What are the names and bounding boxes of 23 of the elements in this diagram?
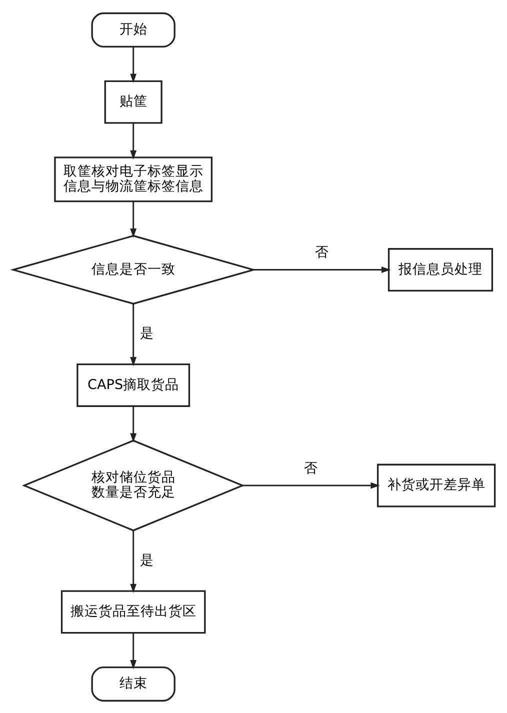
node-box: 取筐核对电子标签显示信息与物流筐标签信息 (54, 156, 212, 202)
node-diamond: 信息是否一致 (10, 234, 256, 304)
arrow (130, 200, 136, 238)
arrow (253, 266, 390, 272)
edge-label: 否 (303, 460, 318, 476)
arrow (130, 530, 136, 593)
arrow (242, 482, 380, 488)
node-box: 结束 (90, 666, 175, 702)
arrow (130, 122, 136, 160)
edge-label: 否 (314, 244, 328, 260)
node-box: CAPS摘取货品 (76, 362, 190, 406)
node-box: 搬运货品至待出货区 (60, 590, 206, 634)
arrow (130, 46, 136, 82)
node-box: 补货或开差异单 (376, 463, 496, 507)
node-box: 开始 (90, 12, 175, 48)
edge-label: 是 (140, 552, 154, 568)
arrow (130, 406, 136, 442)
node-diamond: 核对储位货品数量是否充足 (21, 439, 244, 531)
edge-label: 是 (140, 325, 154, 342)
arrow (130, 632, 136, 669)
node-box: 贴筐 (104, 80, 162, 124)
node-box: 报信息员处理 (387, 248, 493, 291)
arrow (130, 303, 136, 366)
